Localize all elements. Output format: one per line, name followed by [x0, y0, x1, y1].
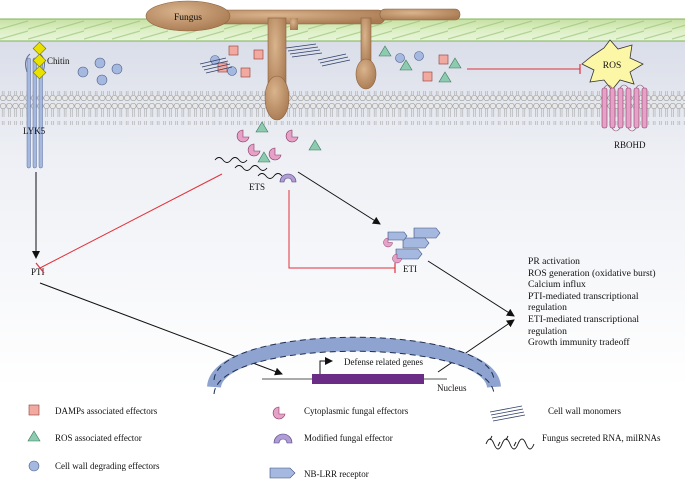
rbohd-icon [601, 84, 648, 132]
nucleus-label: Nucleus [437, 383, 467, 393]
legend-label: Cell wall monomers [548, 406, 621, 416]
cytoplasmic-effector-icon [272, 406, 286, 420]
fungus-spore [145, 0, 231, 32]
modified-effector-legend-icon [273, 433, 293, 444]
nblrr-receptors [387, 227, 441, 260]
defense-gene-box [312, 374, 424, 384]
legend-label: DAMPs associated effectors [55, 406, 158, 416]
nblrr-receptor-icon [269, 467, 296, 479]
fungus: Fungus [145, 0, 461, 121]
nucleus-to-outcomes-arrow [437, 319, 515, 373]
apoplast-damp-effectors [217, 45, 449, 82]
cytoplasmic-effectors [236, 121, 322, 163]
apoplast-ros-effectors [378, 45, 462, 83]
pti-label: PTI [31, 267, 45, 277]
eti-to-outcomes-arrow [427, 260, 515, 317]
outcome-item: ROS generation (oxidative burst) [528, 267, 656, 279]
ros-label: ROS [603, 61, 621, 71]
legend-label: NB-LRR receptor [304, 469, 369, 479]
fungus-label: Fungus [174, 13, 202, 23]
legend-label: Cytoplasmic fungal effectors [304, 406, 409, 416]
bound-effectors [383, 237, 402, 264]
ets-to-receptor-arrow [297, 171, 381, 225]
eti-label: ETI [403, 264, 417, 274]
rbohd-label: RBOHD [614, 140, 646, 150]
outcome-item: Growth immunity tradeoff [528, 337, 630, 349]
nucleus [207, 336, 501, 395]
ets-label: ETS [249, 182, 265, 192]
legend-label: Modified fungal effector [304, 433, 393, 443]
cell-wall-monomer-icon [489, 405, 526, 422]
plasma-membrane [0, 91, 685, 125]
ets-inhibits-pti-line [39, 173, 223, 269]
modified-effector-icon [279, 173, 297, 183]
outcome-item: Calcium influx [528, 279, 586, 291]
fungal-rna [214, 157, 283, 179]
ros-burst-icon [581, 39, 644, 91]
cell-wall-circle-icon [28, 460, 40, 472]
legend-label: ROS associated effector [55, 433, 142, 443]
legend: DAMPs associated effectors ROS associate… [27, 404, 661, 479]
transcription-start-arrow [319, 357, 333, 374]
defense-genes-label: Defense related genes [344, 357, 423, 367]
legend-label: Fungus secreted RNA, milRNAs [542, 433, 661, 443]
chitin-label: Chitin [47, 56, 70, 66]
outcome-item: ETI-mediated transcriptional regulation [528, 313, 640, 337]
chitin-icon [32, 41, 47, 80]
damp-square-icon [28, 404, 40, 416]
apoplast-cell-wall-degrading-effectors [77, 51, 424, 86]
lyk5-label: LYK5 [23, 126, 46, 136]
outcome-item: PTI-mediated transcriptional regulation [528, 290, 639, 314]
ros-triangle-icon [27, 430, 41, 442]
immune-outcomes-list: PR activation ROS generation (oxidative … [528, 256, 678, 349]
legend-label: Cell wall degrading effectors [55, 461, 160, 471]
modified-effector-inhibits-eti-line [288, 190, 395, 269]
outcome-item: PR activation [528, 256, 580, 267]
cell-wall-monomers [199, 43, 351, 74]
rna-icon [485, 435, 535, 450]
